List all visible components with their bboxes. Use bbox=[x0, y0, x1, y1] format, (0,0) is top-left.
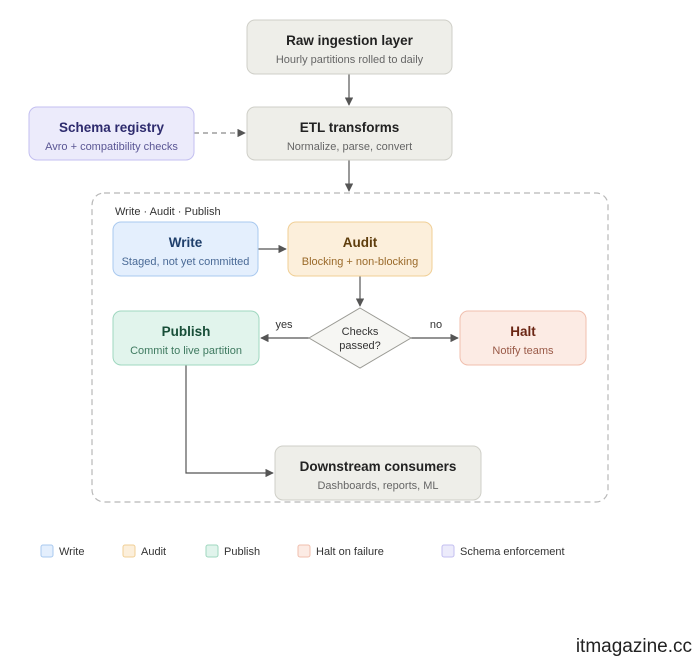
legend-item-schema: Schema enforcement bbox=[441, 544, 565, 558]
node-write[interactable]: Write Staged, not yet committed bbox=[112, 221, 259, 277]
node-halt-subtitle: Notify teams bbox=[492, 345, 554, 357]
node-halt[interactable]: Halt Notify teams bbox=[459, 310, 587, 366]
legend-swatch-write bbox=[40, 544, 54, 558]
node-publish-box bbox=[112, 310, 260, 366]
legend-item-halt: Halt on failure bbox=[297, 544, 384, 558]
legend-item-publish: Publish bbox=[205, 544, 260, 558]
node-audit-subtitle: Blocking + non-blocking bbox=[302, 256, 419, 268]
node-downstream-subtitle: Dashboards, reports, ML bbox=[317, 480, 438, 492]
node-downstream-consumers[interactable]: Downstream consumers Dashboards, reports… bbox=[274, 445, 482, 501]
node-raw-ingestion-subtitle: Hourly partitions rolled to daily bbox=[276, 54, 424, 66]
legend-swatch-schema bbox=[441, 544, 455, 558]
node-audit-title: Audit bbox=[343, 235, 378, 250]
legend-item-audit: Audit bbox=[122, 544, 166, 558]
node-raw-ingestion[interactable]: Raw ingestion layer Hourly partitions ro… bbox=[246, 19, 453, 75]
node-downstream-box bbox=[274, 445, 482, 501]
node-write-box bbox=[112, 221, 259, 277]
legend-label-audit: Audit bbox=[141, 546, 166, 558]
legend-swatch-audit bbox=[122, 544, 136, 558]
node-write-title: Write bbox=[169, 235, 203, 250]
legend-label-schema: Schema enforcement bbox=[460, 546, 565, 558]
node-raw-ingestion-box bbox=[246, 19, 453, 75]
decision-checks-passed[interactable]: Checks passed? bbox=[308, 307, 412, 369]
decision-checks-diamond bbox=[308, 307, 412, 369]
legend-label-halt: Halt on failure bbox=[316, 546, 384, 558]
legend-swatch-publish bbox=[205, 544, 219, 558]
node-schema-registry-title: Schema registry bbox=[59, 120, 165, 135]
node-audit-box bbox=[287, 221, 433, 277]
node-publish-subtitle: Commit to live partition bbox=[130, 345, 242, 357]
node-publish-title: Publish bbox=[162, 324, 211, 339]
wap-group-label: Write · Audit · Publish bbox=[115, 206, 221, 218]
node-write-subtitle: Staged, not yet committed bbox=[122, 256, 250, 268]
node-etl-transforms-subtitle: Normalize, parse, convert bbox=[287, 141, 412, 153]
legend-item-write: Write bbox=[40, 544, 84, 558]
node-schema-registry-subtitle: Avro + compatibility checks bbox=[45, 141, 178, 153]
watermark: itmagazine.cc bbox=[576, 636, 692, 657]
legend-swatch-halt bbox=[297, 544, 311, 558]
node-audit[interactable]: Audit Blocking + non-blocking bbox=[287, 221, 433, 277]
node-etl-transforms[interactable]: ETL transforms Normalize, parse, convert bbox=[246, 106, 453, 161]
node-schema-registry-box bbox=[28, 106, 195, 161]
legend-label-write: Write bbox=[59, 546, 84, 558]
node-downstream-title: Downstream consumers bbox=[300, 459, 457, 474]
node-halt-box bbox=[459, 310, 587, 366]
edge-publish-to-downstream bbox=[185, 365, 274, 478]
edge-label-no: no bbox=[430, 319, 442, 331]
node-etl-transforms-box bbox=[246, 106, 453, 161]
node-schema-registry[interactable]: Schema registry Avro + compatibility che… bbox=[28, 106, 195, 161]
node-raw-ingestion-title: Raw ingestion layer bbox=[286, 33, 414, 48]
decision-checks-line2: passed? bbox=[339, 340, 381, 352]
node-etl-transforms-title: ETL transforms bbox=[300, 120, 400, 135]
decision-checks-line1: Checks bbox=[342, 326, 379, 338]
legend: Write Audit Publish Halt on failure Sche… bbox=[40, 544, 565, 558]
node-publish[interactable]: Publish Commit to live partition bbox=[112, 310, 260, 366]
wap-group-container bbox=[91, 192, 609, 503]
edge-label-yes: yes bbox=[275, 319, 293, 331]
legend-label-publish: Publish bbox=[224, 546, 260, 558]
node-halt-title: Halt bbox=[510, 324, 536, 339]
